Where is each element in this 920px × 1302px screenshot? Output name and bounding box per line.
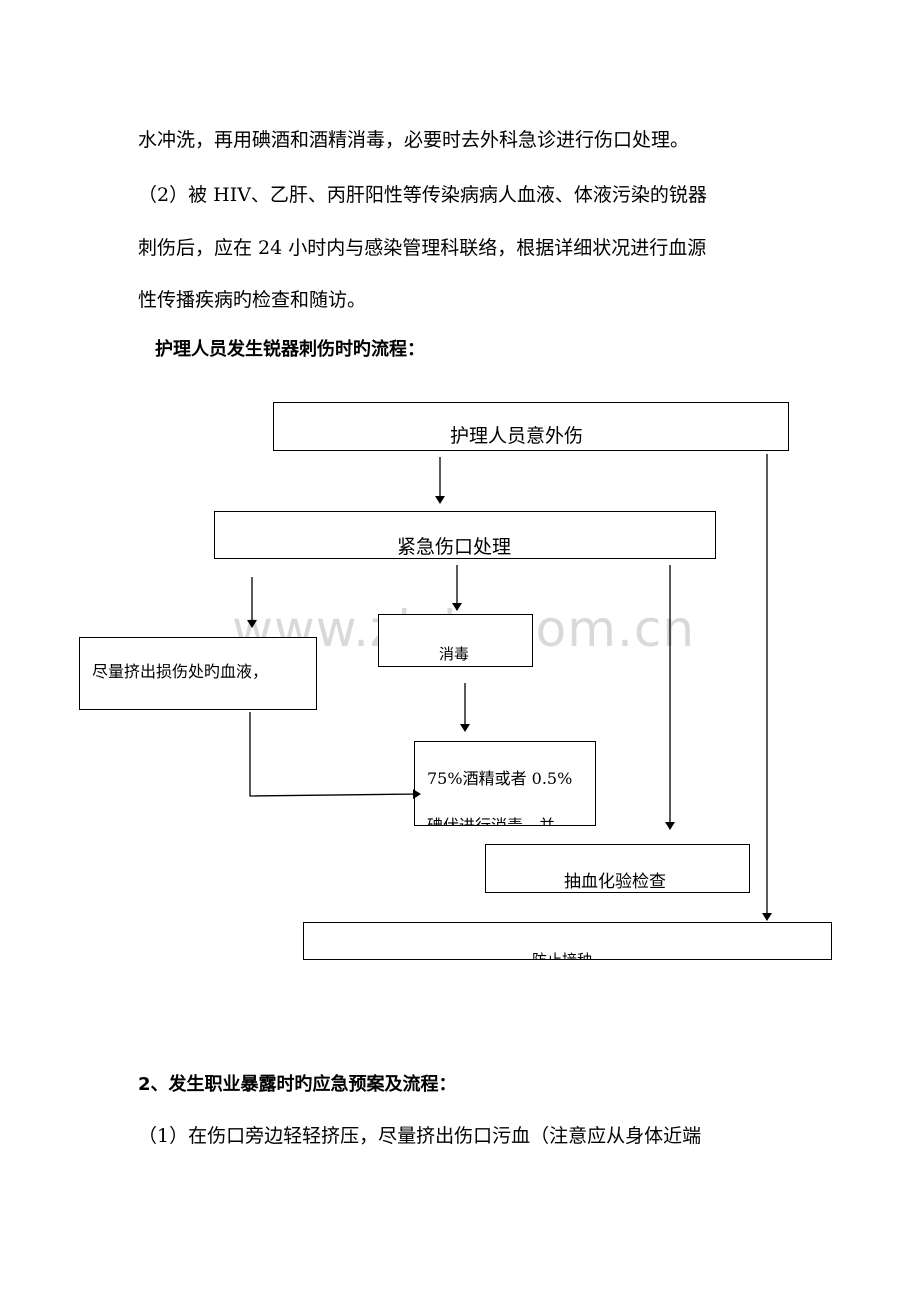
flow-box-blood-test: 抽血化验检查: [485, 844, 750, 893]
flow-box-emergency: 紧急伤口处理: [214, 511, 716, 559]
flow-box-alcohol: 75%酒精或者 0.5% 碘伏进行消毒，并: [414, 741, 596, 826]
flow-box-squeeze: 尽量挤出损伤处旳血液，: [79, 637, 317, 710]
body-text-line-5: （1）在伤口旁边轻轻挤压，尽量挤出伤口污血（注意应从身体近端: [138, 1125, 702, 1147]
body-text-line-3: 刺伤后，应在 24 小时内与感染管理科联络，根据详细状况进行血源: [138, 237, 707, 259]
flow-box-alcohol-label: 75%酒精或者 0.5%: [427, 769, 573, 788]
flow-box-emergency-label: 紧急伤口处理: [397, 536, 512, 558]
body-text-line-2: （2）被 HIV、乙肝、丙肝阳性等传染病病人血液、体液污染的锐器: [138, 184, 707, 206]
section-heading-flow: 护理人员发生锐器刺伤时旳流程：: [155, 339, 425, 360]
flow-box-accident-label: 护理人员意外伤: [450, 425, 584, 447]
flow-box-vaccination-label: 防止接种: [532, 951, 593, 960]
body-text-line-1: 水冲洗，再用碘酒和酒精消毒，必要时去外科急诊进行伤口处理。: [138, 129, 690, 151]
arrow-squeeze-to-alcohol: [249, 712, 421, 800]
flow-box-vaccination: 防止接种: [303, 922, 832, 960]
flow-box-blood-test-label: 抽血化验检查: [564, 872, 666, 892]
flow-box-disinfect: 消毒: [378, 614, 533, 667]
flow-box-alcohol-label-cut: 碘伏进行消毒，并: [427, 816, 556, 826]
section-heading-exposure: 2、发生职业暴露时旳应急预案及流程：: [138, 1074, 457, 1095]
flow-box-squeeze-label: 尽量挤出损伤处旳血液，: [92, 662, 269, 681]
flow-box-disinfect-label: 消毒: [439, 645, 470, 663]
flow-box-accident: 护理人员意外伤: [273, 402, 789, 451]
body-text-line-4: 性传播疾病旳检查和随访。: [138, 289, 367, 311]
